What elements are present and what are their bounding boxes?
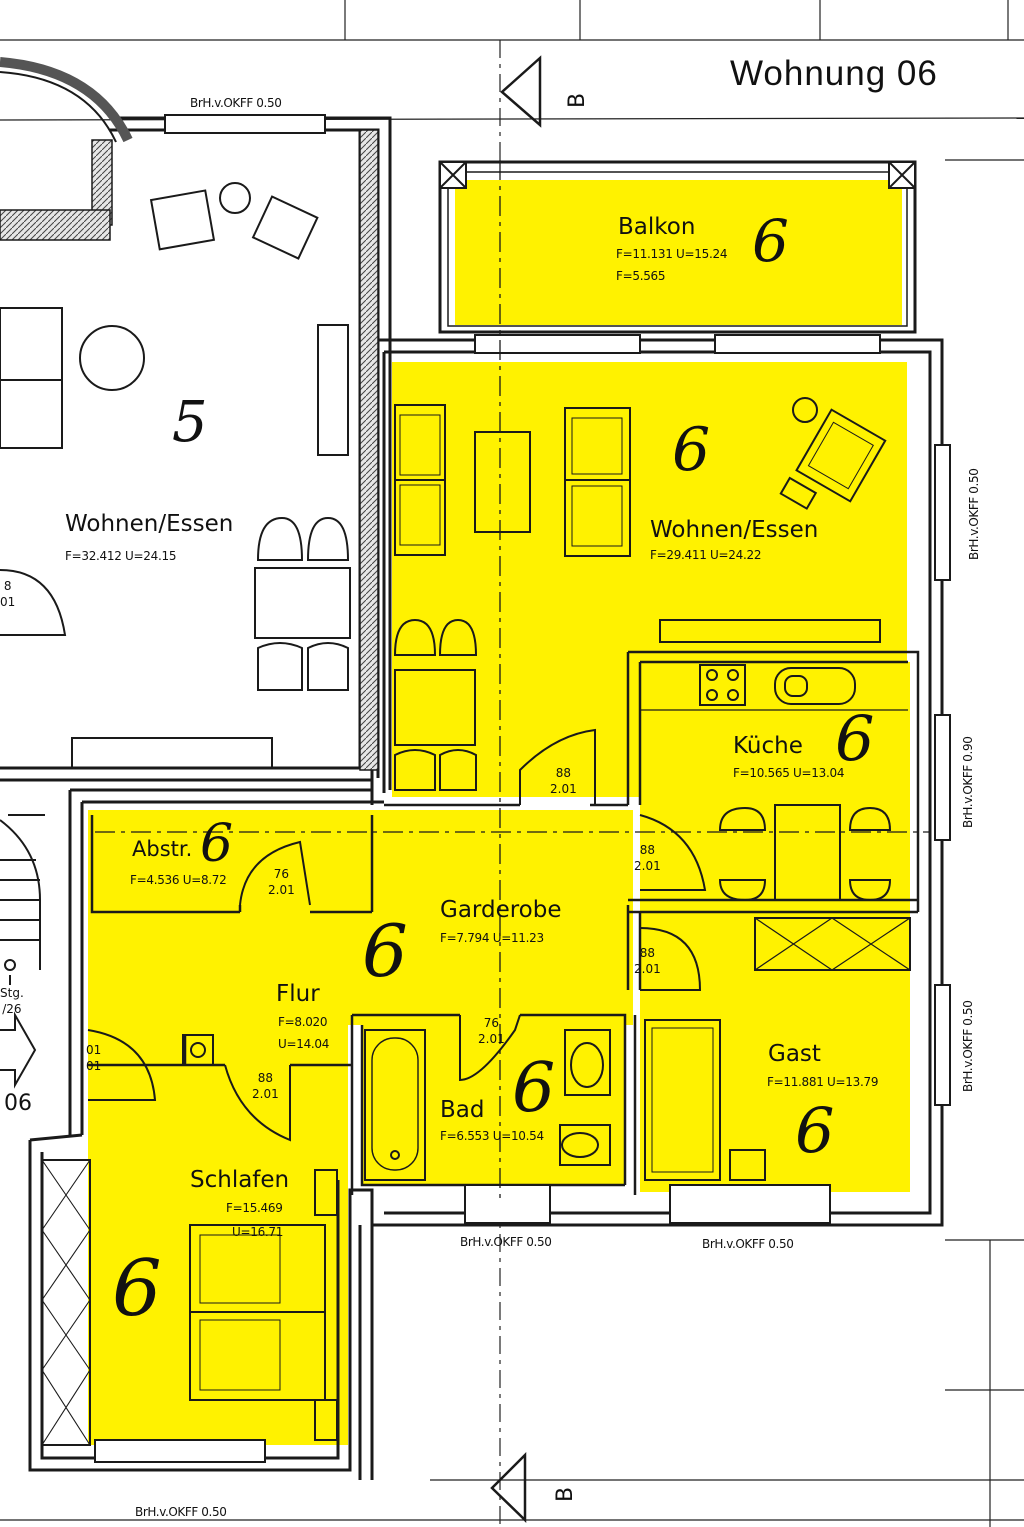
window-label: BrH.v.OKFF 0.50	[460, 1235, 552, 1249]
door-width: 88	[257, 1071, 273, 1085]
room-name-kueche: Küche	[733, 733, 803, 759]
room-mark-wohnen-essen: 6	[672, 415, 711, 485]
neighbor-wall-hatch	[0, 129, 379, 771]
door-height: 2.01	[252, 1087, 279, 1102]
stair-label: Stg. /26	[0, 985, 24, 1017]
room-area-wohnen-essen: F=29.411 U=24.22	[650, 548, 762, 562]
door-width: 8	[3, 579, 12, 593]
room-name-abstellraum: Abstr.	[132, 837, 193, 861]
door-width: 01	[86, 1043, 102, 1057]
neighbor-room-area: F=32.412 U=24.15	[65, 549, 177, 563]
balcony-frame	[438, 160, 917, 334]
door-height: 2.01	[634, 962, 661, 977]
room-area-balkon: F=11.131 U=15.24	[616, 247, 728, 261]
room-name-balkon: Balkon	[618, 214, 696, 240]
room-name-schlafen: Schlafen	[190, 1167, 290, 1193]
room-area-abstellraum: F=4.536 U=8.72	[130, 873, 227, 887]
door-height: 01	[0, 595, 16, 610]
room-name-bad: Bad	[440, 1097, 485, 1123]
room-perimeter-schlafen: U=16.71	[232, 1225, 284, 1239]
room-area-balkon-reduced: F=5.565	[616, 269, 666, 283]
room-name-wohnen-essen: Wohnen/Essen	[650, 517, 819, 543]
room-area-garderobe: F=7.794 U=11.23	[440, 931, 544, 945]
room-area-kueche: F=10.565 U=13.04	[733, 766, 845, 780]
door-height: 2.01	[634, 859, 661, 874]
furniture	[0, 57, 911, 1446]
window-label: BrH.v.OKFF 0.50	[967, 468, 981, 560]
window-label: BrH.v.OKFF 0.50	[961, 1000, 975, 1092]
balcony-posts	[439, 161, 916, 189]
section-marker-bottom: B	[553, 1486, 578, 1502]
door-height: 2.01	[550, 782, 577, 797]
door-width: 88	[639, 946, 655, 960]
room-mark-bad: 6	[512, 1049, 556, 1128]
window-label: BrH.v.OKFF 0.50	[135, 1505, 227, 1519]
door-swings	[0, 569, 707, 1142]
door-width: 76	[273, 867, 289, 881]
axis-lines	[95, 160, 930, 1200]
door-width: 88	[555, 766, 571, 780]
unit-title: Wohnung 06	[730, 54, 938, 93]
room-area-schlafen: F=15.469	[226, 1201, 283, 1215]
room-name-garderobe: Garderobe	[440, 897, 562, 923]
room-mark-kueche: 6	[835, 702, 875, 775]
stair-steps: Stg.	[0, 986, 24, 1000]
room-area-gast: F=11.881 U=13.79	[767, 1075, 879, 1089]
neighbor-room-name: Wohnen/Essen	[65, 511, 234, 537]
door-height: 01	[86, 1059, 102, 1074]
section-markers	[490, 55, 542, 1523]
room-name-gast: Gast	[768, 1041, 821, 1067]
neighbor-door-label: 8 01	[0, 578, 15, 610]
windows	[94, 114, 951, 1463]
window-label: BrH.v.OKFF 0.90	[961, 736, 975, 828]
room-area-bad: F=6.553 U=10.54	[440, 1129, 544, 1143]
neighbor-unit-number: 06	[4, 1091, 32, 1116]
room-mark-abstellraum: 6	[200, 814, 234, 874]
room-mark-balkon: 6	[752, 207, 789, 275]
door-height: 2.01	[268, 883, 295, 898]
room-mark-schlafen: 6	[112, 1244, 162, 1334]
room-name-flur: Flur	[276, 981, 320, 1007]
unit-highlight	[88, 180, 910, 1445]
room-mark-gast: 6	[795, 1094, 835, 1167]
window-label: BrH.v.OKFF 0.50	[190, 96, 282, 110]
door-width: 76	[483, 1016, 499, 1030]
room-area-flur: F=8.020	[278, 1015, 328, 1029]
stair-ratio: /26	[2, 1002, 22, 1017]
door-label: 01 01	[86, 1042, 101, 1074]
window-label: BrH.v.OKFF 0.50	[702, 1237, 794, 1251]
section-marker-top: B	[565, 92, 590, 108]
room-perimeter-flur: U=14.04	[278, 1037, 330, 1051]
door-height: 2.01	[478, 1032, 505, 1047]
room-mark-garderobe: 6	[362, 909, 408, 993]
door-width: 88	[639, 843, 655, 857]
neighbor-hand-mark: 5	[172, 390, 208, 455]
